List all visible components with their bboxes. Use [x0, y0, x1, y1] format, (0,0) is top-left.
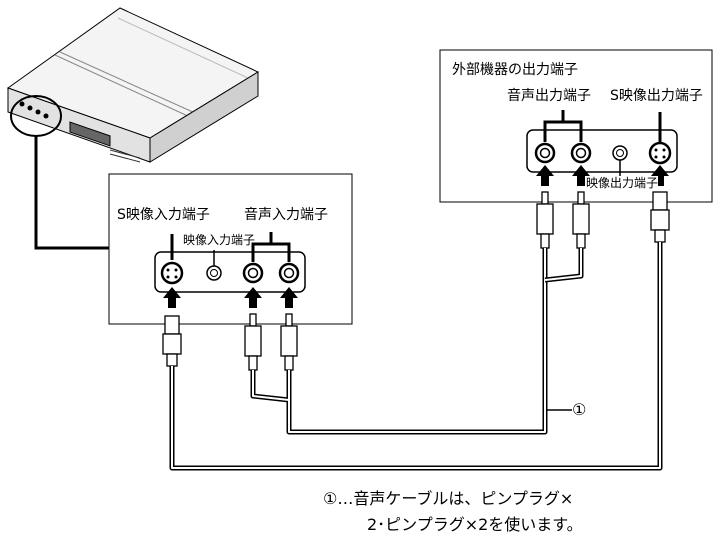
pc-audio-jack-1 [242, 262, 264, 284]
ext-arrows [536, 165, 669, 186]
ext-audio-jack-2 [570, 142, 592, 164]
video-in-label: 映像入力端子 [183, 233, 256, 247]
s-video-in-label: S映像入力端子 [117, 207, 210, 223]
plugs [162, 191, 670, 371]
external-device-title: 外部機器の出力端子 [452, 62, 578, 78]
cables [169, 242, 663, 471]
pc-video-jack [206, 265, 222, 281]
ext-s-video-jack [648, 141, 672, 165]
ext-video-jack [612, 145, 628, 161]
note-line-1: ①…音声ケーブルは、ピンプラグ× [323, 489, 574, 508]
external-device-panel [439, 49, 713, 203]
external-terminal-box [526, 129, 678, 173]
pc-input-panel [108, 173, 353, 325]
audio-in-label: 音声入力端子 [244, 207, 328, 223]
pc-audio-jack-2 [278, 262, 300, 284]
s-video-out-label: S映像出力端子 [610, 88, 703, 104]
laptop-leader-line [34, 136, 110, 250]
pc-terminal-box [154, 251, 306, 293]
video-out-label: 映像出力端子 [586, 176, 659, 190]
audio-out-label: 音声出力端子 [507, 88, 591, 104]
note-line-2: 2･ピンプラグ×2を使います。 [367, 515, 583, 534]
pc-s-video-jack [160, 261, 184, 285]
callout-marker: ① [572, 400, 587, 419]
pc-arrows [163, 287, 298, 308]
ext-audio-jack-1 [534, 142, 556, 164]
laptop-illustration [6, 7, 260, 163]
